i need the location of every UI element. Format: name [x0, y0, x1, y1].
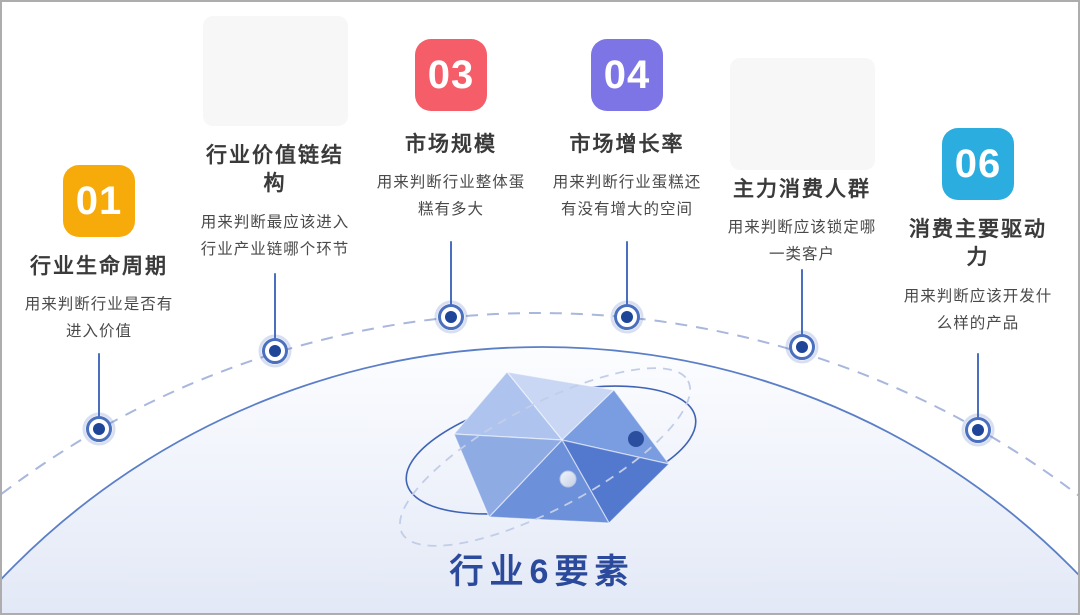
badge-tail-icon — [83, 218, 115, 250]
factor-title: 行业价值链结 构 — [206, 144, 344, 196]
factor-badge-3: 03 — [415, 39, 487, 124]
badge-tail-icon — [435, 92, 467, 124]
dashed-arc — [2, 312, 1078, 497]
factor-item-4: 04 市场增长率 用来判断行业蛋糕还 有没有增大的空间 — [532, 39, 722, 224]
factor-description: 用来判断行业是否有 进入价值 — [24, 296, 174, 341]
factor-title: 市场规模 — [405, 133, 497, 156]
factor-badge-2 — [202, 16, 348, 126]
factor-item-3: 03 市场规模 用来判断行业整体蛋 糕有多大 — [356, 39, 546, 224]
factor-item-2: 行业价值链结 构 用来判断最应该进入 行业产业链哪个环节 — [180, 16, 370, 263]
connector-dots — [82, 300, 995, 447]
connector-dot-6 — [961, 413, 995, 447]
factor-description: 用来判断行业蛋糕还 有没有增大的空间 — [552, 174, 702, 219]
factor-badge-6: 06 — [942, 128, 1014, 213]
factor-title: 消费主要驱动 力 — [909, 218, 1047, 270]
factor-number: 04 — [603, 53, 651, 97]
orbit-dot-dark — [628, 431, 644, 447]
connector-dot-3 — [434, 300, 468, 334]
connector-dot-5 — [785, 330, 819, 364]
factor-description: 用来判断最应该进入 行业产业链哪个环节 — [200, 213, 350, 258]
connector-lines — [98, 241, 979, 424]
factor-badge-5 — [729, 58, 875, 170]
factor-title: 市场增长率 — [569, 133, 685, 156]
orbit-dashed — [398, 367, 692, 547]
badge-tail-icon — [611, 92, 643, 124]
factor-badge-1: 01 — [63, 165, 135, 250]
badge-tail-icon — [962, 181, 994, 213]
factor-item-5: 主力消费人群 用来判断应该锁定哪 一类客户 — [707, 58, 897, 269]
factor-number: 06 — [954, 142, 1002, 186]
factor-item-6: 06 消费主要驱动 力 用来判断应该开发什 么样的产品 — [883, 128, 1073, 337]
factor-title: 主力消费人群 — [733, 178, 871, 201]
factor-badge-4: 04 — [591, 39, 663, 124]
factor-description: 用来判断行业整体蛋 糕有多大 — [376, 174, 526, 219]
connector-dot-2 — [258, 334, 292, 368]
factor-description: 用来判断应该开发什 么样的产品 — [903, 287, 1053, 332]
factor-description: 用来判断应该锁定哪 一类客户 — [727, 219, 877, 264]
factor-number: 03 — [427, 53, 475, 97]
icosahedron-icon — [453, 371, 670, 524]
orbit-dot-light — [559, 470, 577, 488]
factor-title: 行业生命周期 — [30, 255, 168, 278]
connector-dot-4 — [610, 300, 644, 334]
connector-dot-1 — [82, 412, 116, 446]
diagram-title: 行业6要素 — [449, 553, 635, 591]
factor-number: 01 — [75, 179, 123, 223]
factor-item-1: 01 行业生命周期 用来判断行业是否有 进入价值 — [4, 165, 194, 346]
